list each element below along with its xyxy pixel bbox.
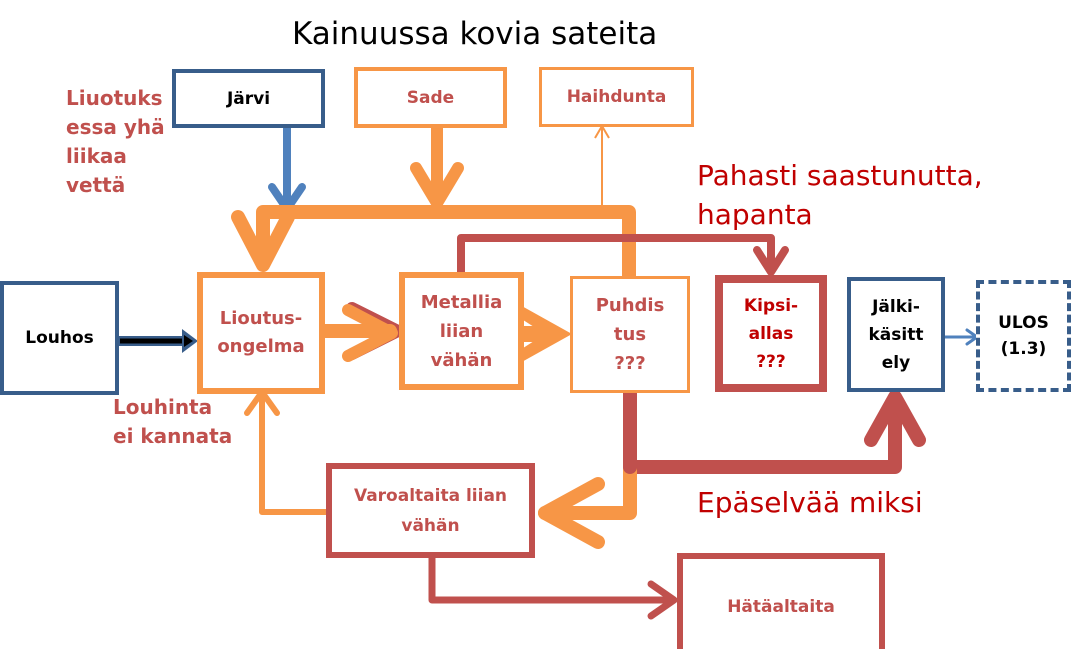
arrow-puhdistus-varo (538, 463, 637, 549)
arrow-metallia-puhdistus (520, 305, 572, 363)
node-louhos-label: Louhos (25, 328, 94, 348)
arrow-puhdistus-jalki (623, 385, 926, 474)
node-jalkikasittely-label: Jälki- käsitt ely (868, 296, 924, 373)
node-jarvi-label: Järvi (226, 88, 271, 109)
annotation-liuotuksessa: Liuotuks essa yhä liikaa vettä (66, 86, 165, 197)
annotation-epaselvaa: Epäselvää miksi (697, 486, 923, 519)
arrow-jarvi (268, 122, 306, 213)
node-sade-label: Sade (406, 87, 455, 108)
node-metallia: Metallia liian vähän (399, 272, 524, 390)
annotation-louhinta: Louhinta ei kannata (113, 395, 233, 448)
node-puhdistus-label: Puhdis tus ??? (595, 295, 665, 374)
node-ulos-label: ULOS (1.3) (998, 313, 1049, 359)
node-kipsiallas-label: Kipsi- allas ??? (743, 295, 799, 372)
node-kipsiallas: Kipsi- allas ??? (715, 275, 827, 392)
node-jalkikasittely: Jälki- käsitt ely (847, 277, 945, 392)
annotation-pahasti: Pahasti saastunutta, hapanta (697, 159, 983, 231)
node-metallia-label: Metallia liian vähän (420, 291, 503, 371)
diagram-title: Kainuussa kovia sateita (292, 16, 658, 52)
node-puhdistus: Puhdis tus ??? (570, 276, 690, 393)
arrow-varo-lioutus (244, 389, 331, 515)
node-varoaltaita-label: Varoaltaita liian vähän (353, 485, 508, 536)
arrow-jalki-ulos (942, 328, 980, 346)
node-haihdunta-label: Haihdunta (566, 87, 667, 107)
node-liuotus-label: Lioutus- ongelma (217, 308, 305, 357)
node-hataaltaita-label: Hätäaltaita (727, 597, 835, 617)
node-haihdunta: Haihdunta (539, 67, 694, 127)
node-sade: Sade (354, 67, 507, 128)
arrow-haihdunta (594, 124, 610, 206)
node-hataaltaita: Hätäaltaita (677, 553, 885, 649)
arrow-metallia-kipsi (457, 234, 789, 276)
arrow-varo-hata (428, 552, 678, 620)
node-liuotus: Lioutus- ongelma (197, 272, 325, 394)
node-jarvi: Järvi (172, 69, 325, 128)
arrow-louhos (118, 329, 198, 353)
node-louhos: Louhos (0, 281, 119, 395)
node-varoaltaita: Varoaltaita liian vähän (326, 463, 535, 558)
node-ulos: ULOS (1.3) (976, 280, 1071, 392)
arrow-lioutus-metallia (311, 302, 404, 362)
arrow-main-pipe (231, 205, 636, 287)
arrow-sade (410, 120, 464, 209)
